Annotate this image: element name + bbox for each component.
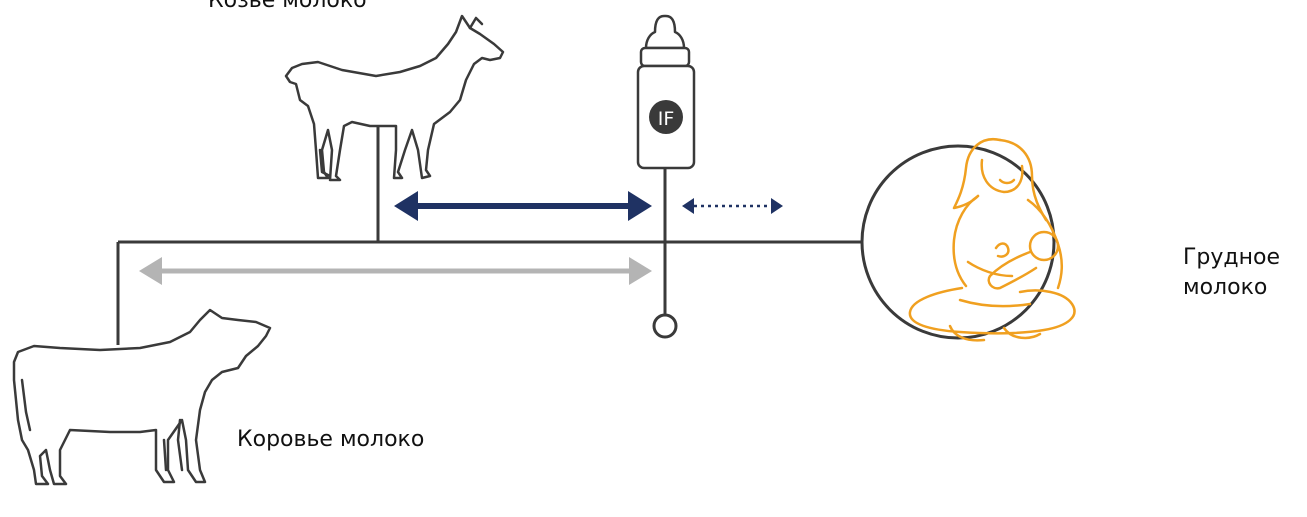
navy-double-arrow [394,191,652,221]
breastfeeding-mother-icon [908,137,1076,342]
goat-milk-label: Козье молоко [208,0,367,13]
cow-milk-label: Коровье молоко [237,427,425,452]
goat-icon [284,14,505,182]
terminal-circle [652,313,678,339]
breast-milk-label: Грудное молоко [1183,243,1280,303]
bottle-badge-text: IF [658,108,675,130]
breast-milk-label-line2: молоко [1183,275,1268,300]
cow-icon [12,308,272,486]
breast-milk-label-line1: Грудное [1183,245,1280,270]
breast-milk-circle [860,144,1056,340]
baby-bottle-icon [636,14,696,170]
dotted-double-arrow [682,198,783,214]
gray-double-arrow [139,257,652,285]
